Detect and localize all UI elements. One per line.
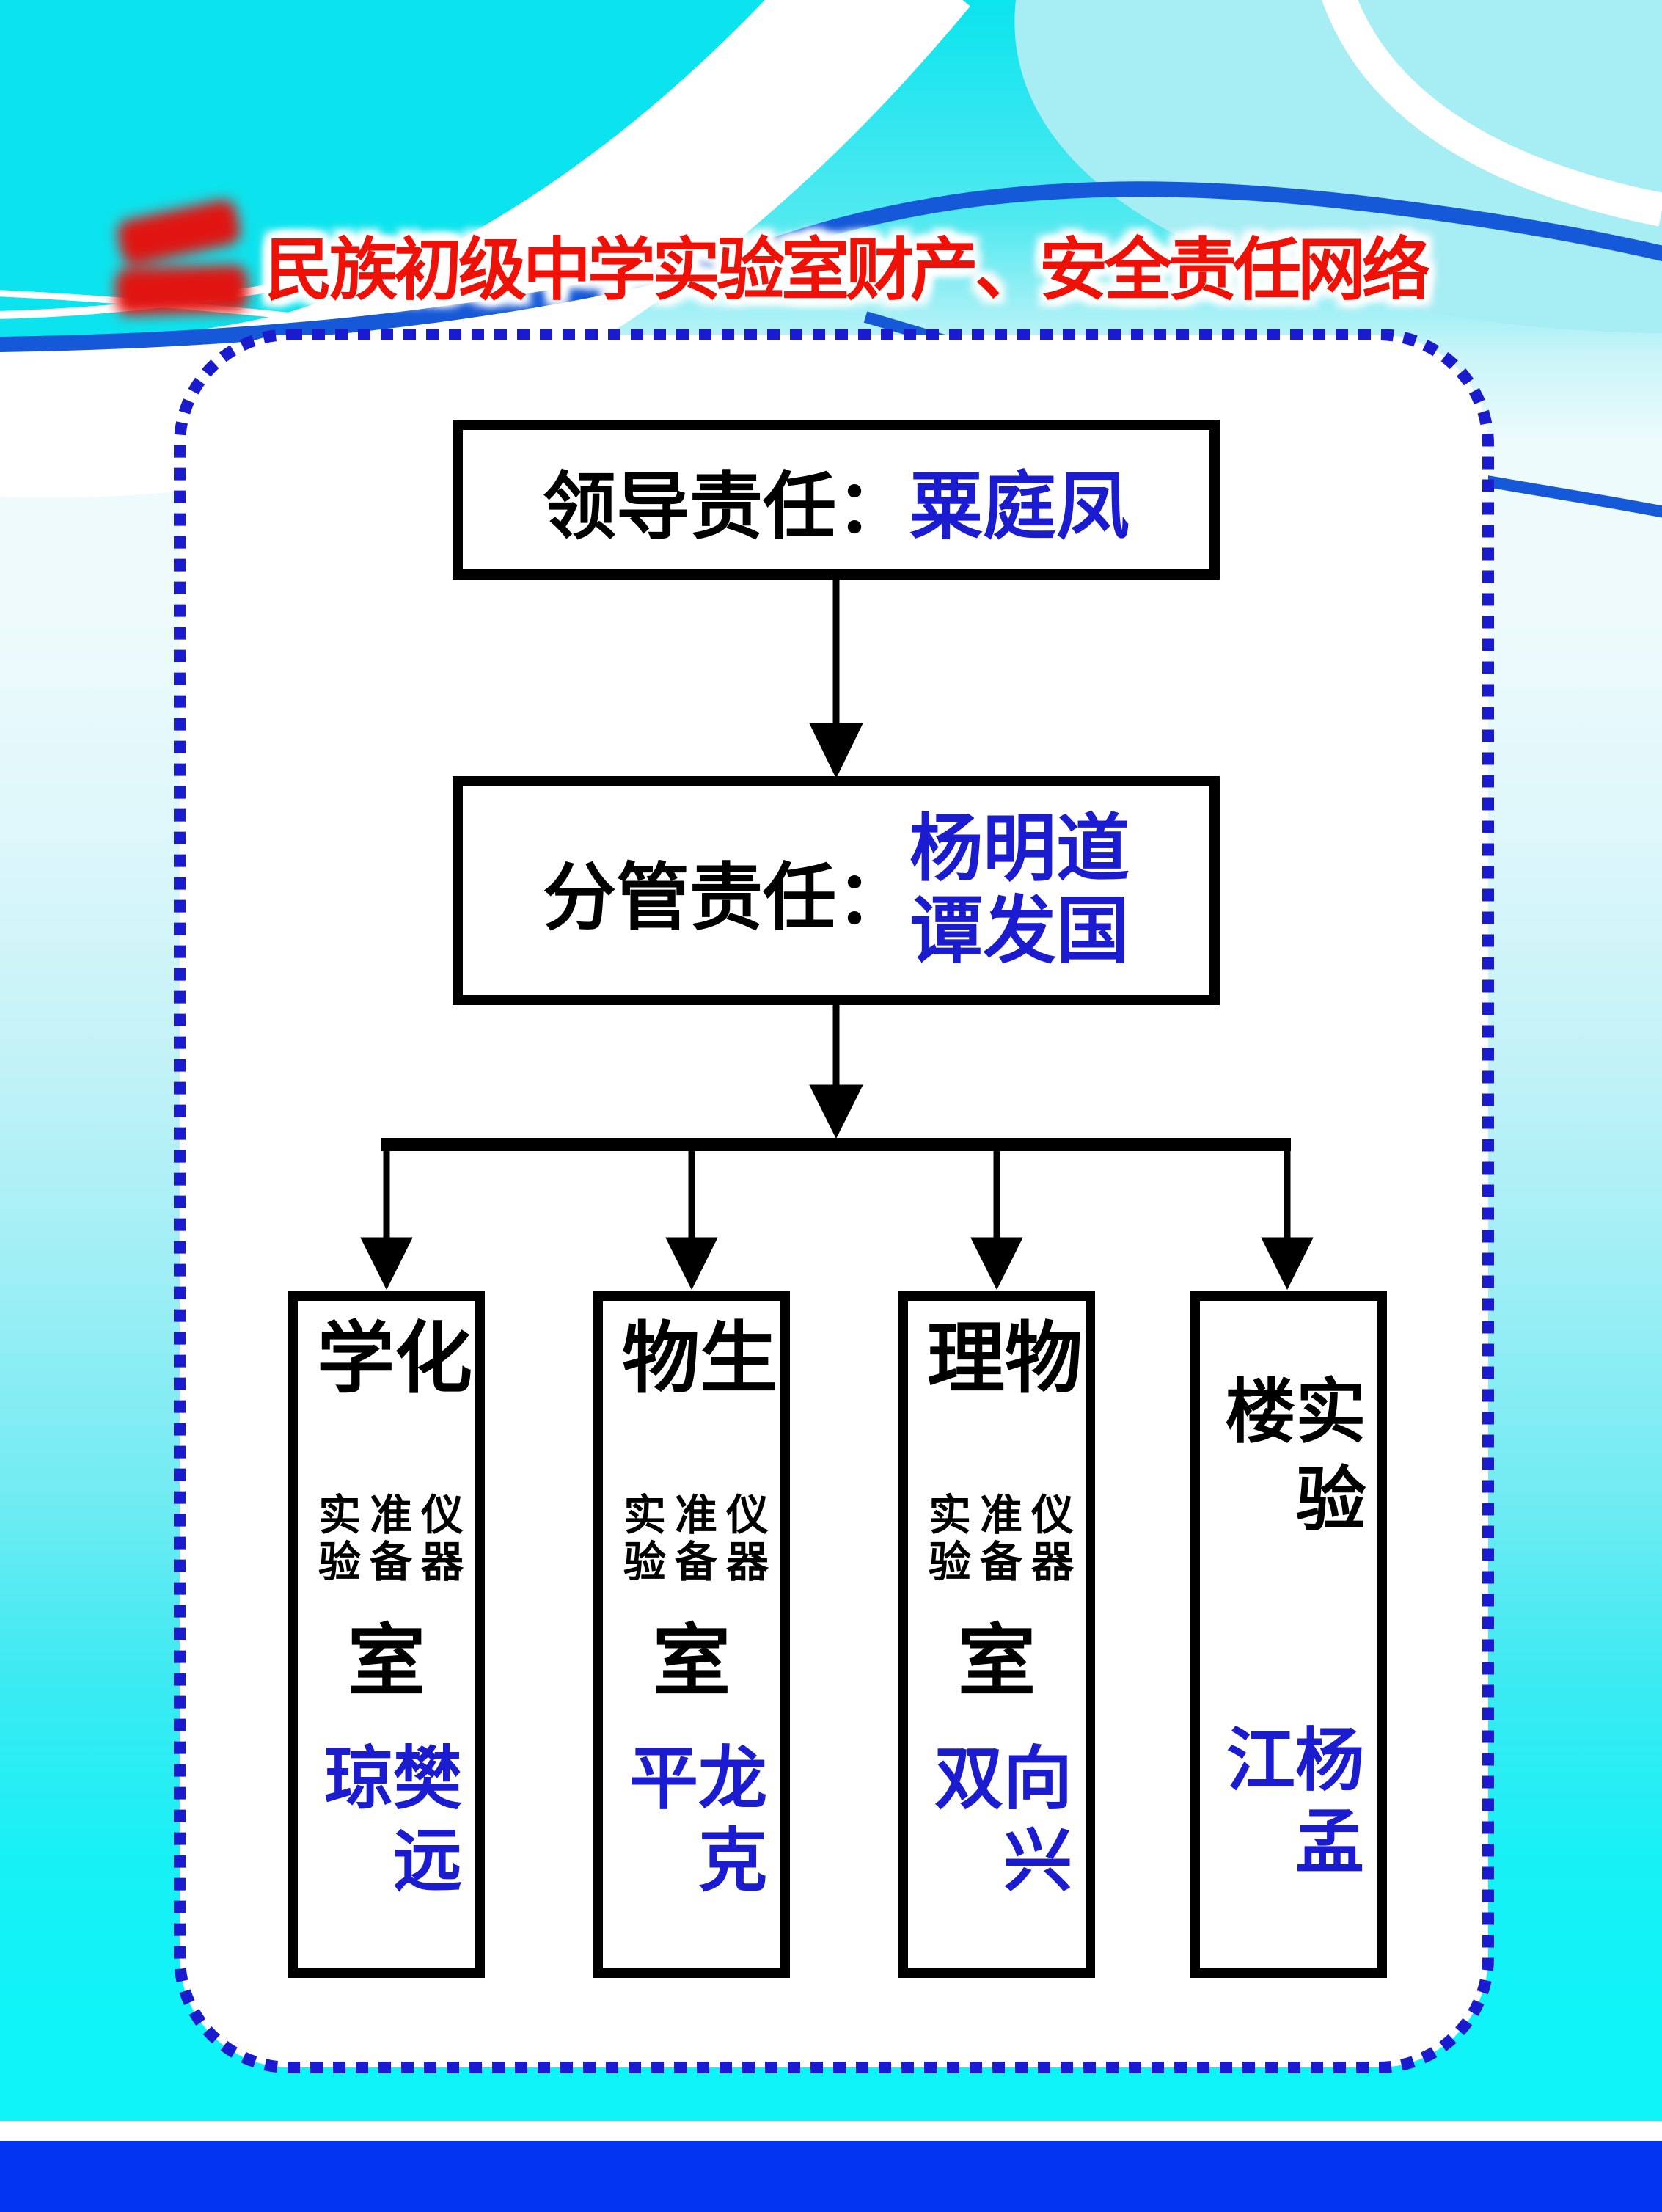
title-row: 民族初级中学实验室财产、安全责任网络 xyxy=(109,185,1430,343)
room-type-instrument: 仪器 xyxy=(1025,1492,1072,1587)
leader-label: 领导责任： xyxy=(543,466,909,548)
building-keeper-name: 杨孟江 xyxy=(1216,1723,1361,1888)
arrow-drop-4-head xyxy=(1261,1237,1314,1291)
dotted-frame xyxy=(174,329,1494,2073)
room-type-experiment: 实验 xyxy=(922,1492,970,1587)
box-leader-responsibility: 领导责任：粟庭凤 xyxy=(453,420,1220,580)
arrow-leader-to-deputy-head xyxy=(809,723,863,779)
arrow-deputy-to-splitter-head xyxy=(809,1084,863,1139)
deputy-name-1: 杨明道 xyxy=(909,808,1130,890)
chemistry-keeper-name: 樊远琼 xyxy=(314,1742,459,1907)
redacted-stroke-2 xyxy=(114,263,249,316)
chemistry-room-types: 实验 准备 仪器 xyxy=(312,1492,462,1587)
physics-room-types: 实验 准备 仪器 xyxy=(922,1492,1072,1587)
deputy-name-2: 谭发国 xyxy=(909,891,1130,972)
physics-subject-label: 物理 xyxy=(915,1317,1079,1404)
arrow-drop-1-head xyxy=(360,1237,413,1291)
bottom-white-strip xyxy=(0,2121,1662,2141)
box-biology-rooms: 生物 实验 准备 仪器 室 龙克平 xyxy=(593,1291,790,1978)
room-suffix: 室 xyxy=(348,1619,425,1706)
box-laboratory-building: 实验楼 杨孟江 xyxy=(1190,1291,1387,1978)
box-physics-rooms: 物理 实验 准备 仪器 室 向兴双 xyxy=(898,1291,1095,1978)
room-type-instrument: 仪器 xyxy=(720,1492,767,1587)
room-type-experiment: 实验 xyxy=(617,1492,665,1587)
box-deputy-responsibility: 分管责任： 杨明道 谭发国 xyxy=(453,776,1220,1005)
chemistry-subject-label: 化学 xyxy=(305,1317,469,1404)
arrow-drop-3-head xyxy=(970,1237,1023,1291)
deputy-label: 分管责任： xyxy=(543,857,909,939)
bottom-blue-bar xyxy=(0,2141,1662,2212)
biology-room-types: 实验 准备 仪器 xyxy=(617,1492,767,1587)
box-chemistry-rooms: 化学 实验 准备 仪器 室 樊远琼 xyxy=(288,1291,485,1978)
biology-keeper-name: 龙克平 xyxy=(619,1742,764,1907)
room-suffix: 室 xyxy=(653,1619,731,1706)
room-type-preparation: 准备 xyxy=(668,1492,716,1587)
biology-subject-label: 生物 xyxy=(610,1317,774,1404)
room-suffix: 室 xyxy=(958,1619,1036,1706)
redacted-stroke-1 xyxy=(114,197,244,267)
room-type-instrument: 仪器 xyxy=(414,1492,462,1587)
room-type-experiment: 实验 xyxy=(312,1492,359,1587)
deputy-names: 杨明道 谭发国 xyxy=(909,808,1130,973)
room-type-preparation: 准备 xyxy=(363,1492,411,1587)
poster-title: 民族初级中学实验室财产、安全责任网络 xyxy=(265,232,1430,308)
arrow-drop-2-head xyxy=(665,1237,718,1291)
laboratory-building-label: 实验楼 xyxy=(1215,1374,1363,1550)
physics-keeper-name: 向兴双 xyxy=(924,1742,1069,1907)
room-type-preparation: 准备 xyxy=(973,1492,1021,1587)
leader-name: 粟庭凤 xyxy=(909,466,1130,548)
redacted-school-name xyxy=(103,194,266,333)
